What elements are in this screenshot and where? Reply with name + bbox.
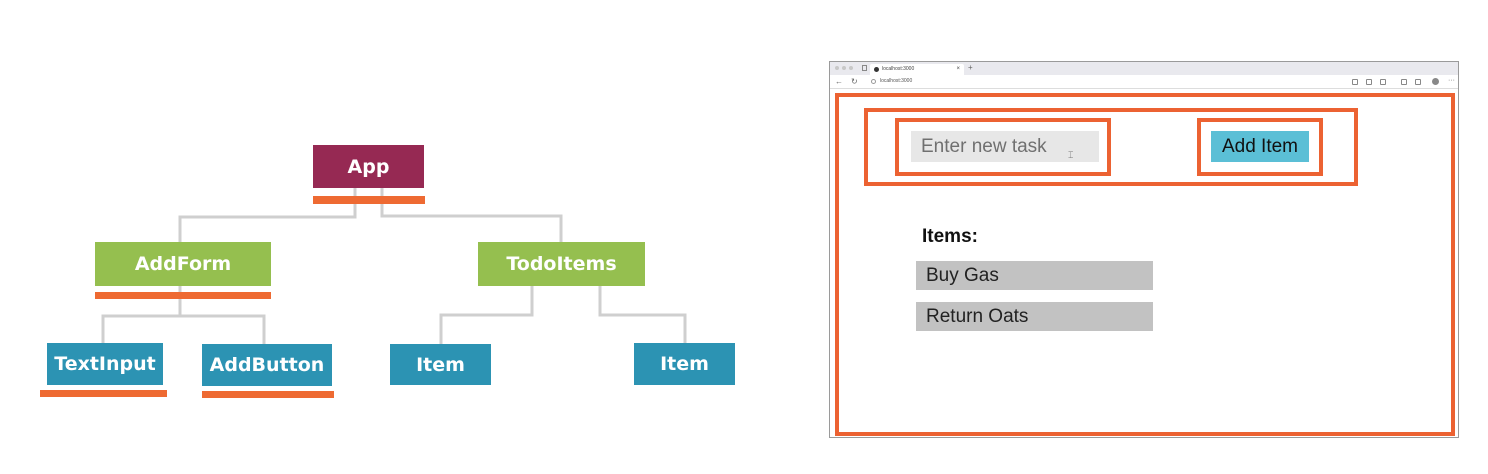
- favicon-icon: [874, 67, 879, 72]
- connector-todoitems-item-2: [598, 286, 687, 345]
- textinput-highlight: [895, 118, 1111, 176]
- text-cursor-icon: ⌶: [1068, 150, 1074, 160]
- info-icon[interactable]: [871, 79, 876, 84]
- addbutton-underline: [202, 391, 334, 398]
- profile-avatar[interactable]: [1432, 78, 1439, 85]
- new-task-input[interactable]: [911, 131, 1099, 162]
- back-icon[interactable]: ←: [835, 77, 843, 86]
- connector-addform-addbutton: [178, 286, 266, 345]
- reload-icon[interactable]: ↻: [851, 77, 858, 86]
- item-node-1: Item: [390, 344, 491, 385]
- addform-underline: [95, 292, 271, 299]
- addform-node: AddForm: [95, 242, 271, 286]
- tab-close-icon[interactable]: ×: [956, 66, 960, 72]
- tab-actions-icon[interactable]: [862, 65, 867, 71]
- item-node-2: Item: [634, 343, 735, 385]
- collections-icon[interactable]: [1415, 79, 1421, 85]
- tab-title: localhost:3000: [882, 66, 915, 72]
- items-heading: Items:: [922, 226, 978, 247]
- addbutton-node: AddButton: [202, 344, 332, 386]
- addbutton-highlight: [1197, 118, 1323, 176]
- todo-item: Buy Gas: [916, 261, 1153, 290]
- app-underline: [313, 196, 425, 204]
- todoitems-node: TodoItems: [478, 242, 645, 286]
- zoom-icon[interactable]: [1366, 79, 1372, 85]
- app-highlight: [835, 93, 1455, 436]
- read-aloud-icon[interactable]: [1352, 79, 1358, 85]
- extensions-icon[interactable]: [1380, 79, 1386, 85]
- browser-tab[interactable]: localhost:3000 ×: [870, 64, 964, 75]
- addform-highlight: [864, 108, 1358, 186]
- address-bar: ← ↻ localhost:3000 ···: [830, 75, 1458, 89]
- textinput-node: TextInput: [47, 343, 163, 385]
- connector-todoitems-item-1: [439, 286, 534, 345]
- textinput-underline: [40, 390, 167, 397]
- connector-lines: [101, 188, 687, 345]
- url-field[interactable]: localhost:3000: [880, 78, 913, 84]
- window-controls[interactable]: [835, 66, 853, 70]
- more-icon[interactable]: ···: [1448, 77, 1455, 84]
- new-tab-button[interactable]: +: [968, 63, 973, 72]
- add-item-button[interactable]: Add Item: [1211, 131, 1309, 162]
- app-node: App: [313, 145, 424, 188]
- tab-bar: localhost:3000 × +: [830, 62, 1458, 75]
- todo-item: Return Oats: [916, 302, 1153, 331]
- favorites-icon[interactable]: [1401, 79, 1407, 85]
